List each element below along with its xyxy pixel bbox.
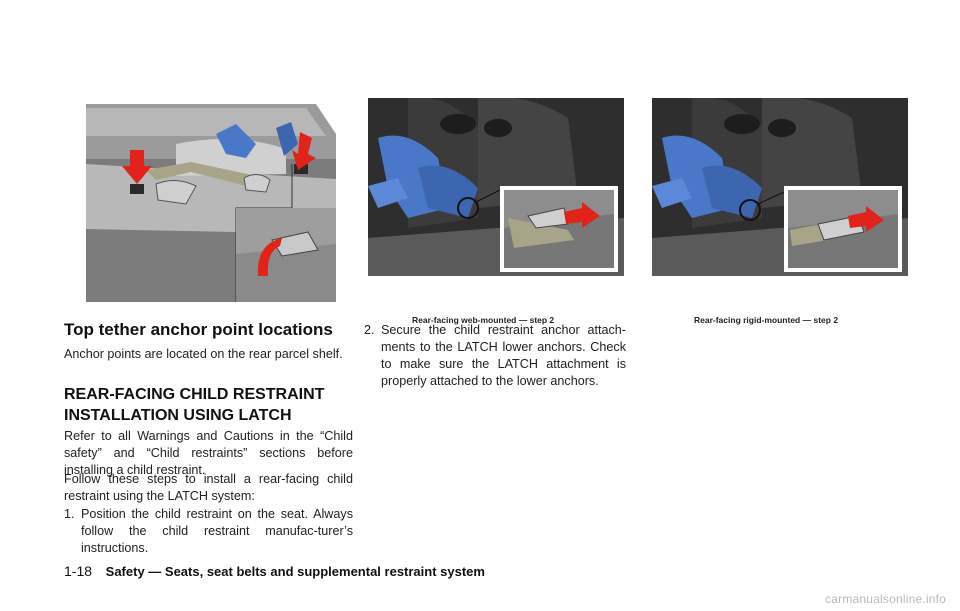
step-number: 2. <box>364 323 375 337</box>
web-mounted-illustration <box>368 98 624 276</box>
latch-steps-paragraph: Follow these steps to install a rear-fac… <box>64 472 353 503</box>
chapter-title: Safety — Seats, seat belts and supplemen… <box>105 564 485 579</box>
red-arrow-icon <box>564 202 600 228</box>
latch-intro-paragraph: Refer to all Warnings and Cautions in th… <box>64 429 353 477</box>
web-mounted-figure <box>368 98 624 276</box>
red-arrow-icon <box>848 206 884 232</box>
figure-caption-web-mounted: Rear-facing web-mounted — step 2 <box>412 315 555 325</box>
step-2: 2. Secure the child restraint anchor att… <box>364 322 626 390</box>
section-heading-top-tether: Top tether anchor point locations <box>64 320 333 339</box>
tether-anchor-illustration <box>86 104 336 302</box>
tether-anchor-figure <box>86 104 336 302</box>
step-text: Secure the child restraint anchor attach… <box>381 323 626 388</box>
rigid-mounted-illustration <box>652 98 908 276</box>
step-text: Position the child restraint on the seat… <box>81 507 353 555</box>
page-footer: 1-18 Safety — Seats, seat belts and supp… <box>64 563 485 579</box>
step-number: 1. <box>64 507 75 521</box>
step-1: 1. Position the child restraint on the s… <box>64 506 353 557</box>
red-arrow-icon <box>292 132 316 170</box>
page-number: 1-18 <box>64 563 93 579</box>
site-watermark[interactable]: carmanualsonline.info <box>825 592 946 606</box>
rigid-mounted-figure <box>652 98 908 276</box>
section-heading-latch: REAR-FACING CHILD RESTRAINT INSTALLATION… <box>64 386 325 424</box>
figure-caption-rigid-mounted: Rear-facing rigid-mounted — step 2 <box>694 315 839 325</box>
section-body-top-tether: Anchor points are located on the rear pa… <box>64 347 343 361</box>
red-arrow-icon <box>122 150 152 184</box>
